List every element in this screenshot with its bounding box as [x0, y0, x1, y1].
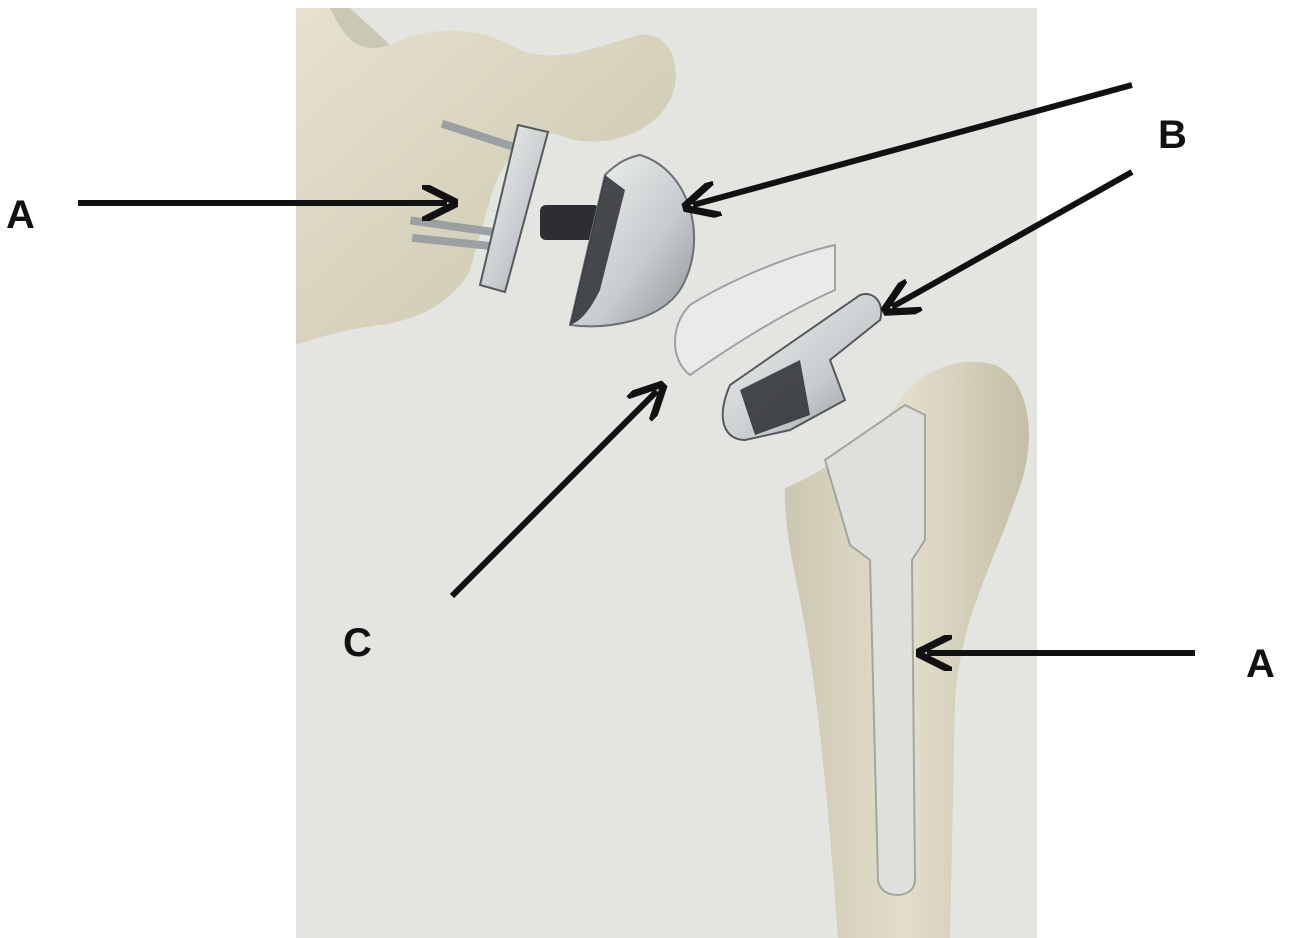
label-humeral-stem: A	[1246, 642, 1275, 686]
label-polyethylene-liner: C	[343, 621, 372, 665]
label-glenoid-component: A	[6, 193, 35, 237]
label-glenosphere: B	[1158, 113, 1187, 157]
